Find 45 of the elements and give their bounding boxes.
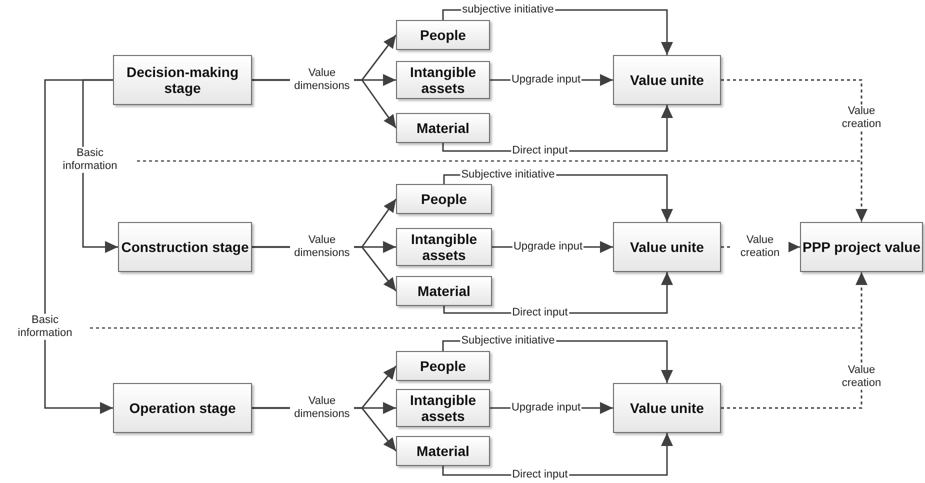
process-box [396, 351, 490, 381]
box-label: PPP project value [802, 238, 920, 256]
process-box [396, 228, 492, 266]
arrow [44, 79, 113, 414]
arrow [721, 79, 868, 222]
box-label: Intangible assets [408, 64, 478, 96]
box-label: Operation stage [129, 400, 236, 416]
arrow [721, 272, 868, 409]
edge-label: Direct input [511, 306, 569, 320]
box-label: Intangible assets [410, 230, 478, 264]
box-label: Construction stage [121, 238, 249, 256]
edge-label: Upgrade input [512, 240, 584, 254]
box-label: Intangible assets [408, 392, 478, 424]
box-label: Material [416, 442, 470, 460]
box-label: People [421, 190, 467, 208]
box-label: People [420, 26, 466, 44]
process-box [613, 222, 721, 272]
arrow [82, 79, 118, 253]
process-box [396, 113, 490, 143]
box-label: Material [416, 120, 470, 136]
process-box [396, 436, 490, 466]
edge-label: Upgrade input [510, 401, 582, 415]
process-box [113, 55, 252, 105]
box-label: Value unite [630, 400, 704, 416]
process-box [613, 383, 721, 433]
process-box [396, 184, 492, 214]
edge-label: subjective initiative [461, 3, 555, 17]
process-box [396, 276, 492, 306]
process-box [800, 222, 923, 272]
process-box [396, 61, 490, 99]
edge-label: Subjective initiative [460, 334, 556, 348]
box-label: Decision-making stage [125, 64, 240, 96]
process-box [396, 389, 490, 427]
process-box [113, 383, 252, 433]
edge-label: Direct input [511, 468, 569, 482]
process-box [118, 222, 252, 272]
box-label: Value unite [630, 238, 704, 256]
process-box [613, 55, 721, 105]
box-label: Value unite [630, 72, 704, 88]
edge-label: Direct input [511, 144, 569, 158]
box-label: Material [418, 282, 470, 300]
edge-label: Subjective initiative [460, 168, 556, 182]
edge-label: Upgrade input [510, 73, 582, 87]
box-label: People [420, 358, 466, 374]
process-box [396, 20, 490, 50]
